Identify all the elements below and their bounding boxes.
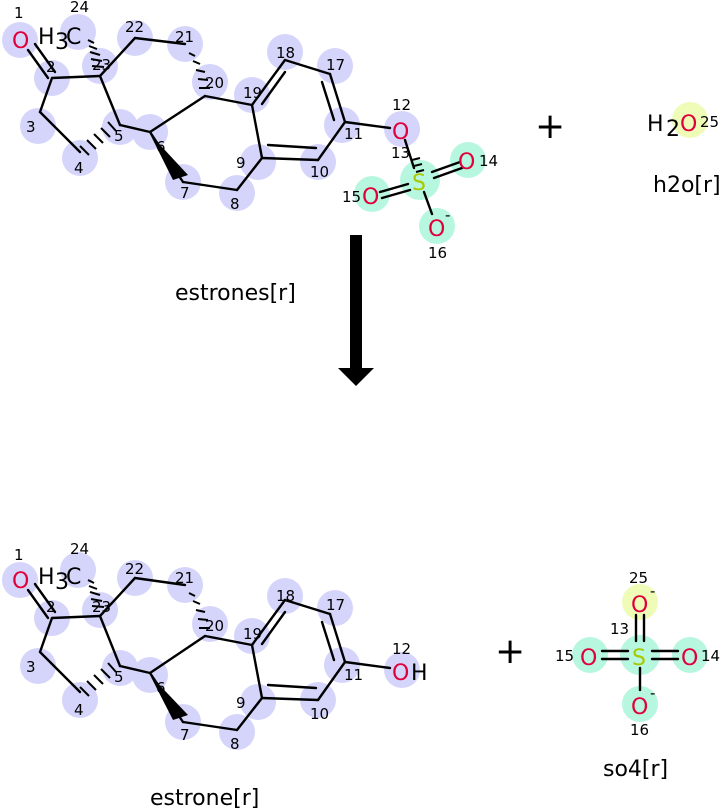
reaction-arrow	[338, 235, 374, 386]
top-s13-label: S	[412, 171, 426, 196]
idx-19: 19	[243, 84, 262, 102]
top-o14-label: O	[458, 150, 475, 175]
bottom-atom-indices: 1 2 3 4 5 6 7 8 9 10 11 12 17 18 19 20 2…	[14, 540, 411, 753]
estrones-molecule: O H 3 C O S O O O - 1 2 3 4 5 6 7 8 9 10…	[2, 0, 498, 306]
top-h3c-sub: 3	[55, 30, 69, 55]
idx-1: 1	[14, 4, 24, 22]
idx-22: 22	[125, 18, 144, 36]
idx-16: 16	[428, 244, 447, 262]
idx-18: 18	[276, 44, 295, 62]
bot-o12-h: H	[411, 661, 428, 686]
bidx-1: 1	[14, 546, 24, 564]
bidx-20: 20	[205, 617, 224, 635]
top-atom-indices: 1 2 3 4 5 6 7 8 9 10 11 12 13 14 15 16 1…	[14, 0, 498, 262]
idx-17: 17	[326, 56, 345, 74]
idx-21: 21	[175, 28, 194, 46]
bidx-10: 10	[310, 705, 329, 723]
estrone-molecule: O H 3 C O H 1 2 3 4 5 6 7 8 9 10 11 12 1…	[2, 540, 428, 809]
estrone-caption: estrone[r]	[150, 786, 259, 809]
so4-s13: S	[632, 646, 646, 671]
idx-15: 15	[342, 188, 361, 206]
idx-9: 9	[236, 154, 246, 172]
top-o12-label: O	[392, 120, 409, 145]
plus-sign-bottom: +	[495, 631, 525, 672]
idx-5: 5	[114, 127, 124, 145]
bidx-5: 5	[114, 668, 124, 686]
bidx-6: 6	[156, 679, 166, 697]
so4-o16-charge: -	[650, 684, 655, 702]
idx-14: 14	[479, 152, 498, 170]
h2o-caption: h2o[r]	[653, 173, 721, 198]
bidx-21: 21	[175, 569, 194, 587]
bot-h3c-sub: 3	[55, 570, 69, 595]
bidx-8: 8	[230, 735, 240, 753]
bidx-19: 19	[243, 625, 262, 643]
idx-24: 24	[70, 0, 89, 16]
h2o-o: O	[680, 112, 697, 137]
h2o-h: H	[647, 112, 664, 137]
so4-o15: O	[580, 646, 597, 671]
idx-23: 23	[92, 56, 111, 74]
bidx-4: 4	[74, 701, 84, 719]
so4-o16: O	[631, 695, 648, 720]
bidx-3: 3	[26, 658, 36, 676]
bidx-25: 25	[629, 569, 648, 587]
so4-o25: O	[631, 593, 648, 618]
idx-20: 20	[205, 74, 224, 92]
bidx-16: 16	[630, 721, 649, 739]
plus-sign-top: +	[535, 106, 565, 147]
top-h3c-c: C	[66, 25, 81, 50]
top-o16-charge: -	[445, 206, 450, 224]
so4-o14: O	[681, 646, 698, 671]
estrones-caption: estrones[r]	[175, 281, 296, 306]
bidx-22: 22	[125, 560, 144, 578]
bidx-17: 17	[326, 596, 345, 614]
bidx-23: 23	[92, 598, 111, 616]
bidx-13: 13	[610, 620, 629, 638]
h2o-molecule: H 2 O 25 h2o[r]	[647, 102, 721, 198]
top-o16-label: O	[428, 217, 445, 242]
h2o-sub: 2	[666, 117, 680, 142]
idx-8: 8	[230, 195, 240, 213]
idx-12: 12	[392, 96, 411, 114]
bidx-15: 15	[555, 647, 574, 665]
idx-7: 7	[180, 184, 190, 202]
bidx-12: 12	[392, 640, 411, 658]
bidx-18: 18	[276, 587, 295, 605]
bidx-2: 2	[46, 598, 56, 616]
bidx-9: 9	[236, 694, 246, 712]
bot-o12-label: O	[392, 661, 409, 686]
so4-caption: so4[r]	[603, 757, 668, 782]
bidx-11: 11	[344, 666, 363, 684]
top-o1-label: O	[12, 29, 29, 54]
bot-o1-label: O	[12, 569, 29, 594]
bidx-7: 7	[180, 726, 190, 744]
idx-4: 4	[74, 159, 84, 177]
idx-25-top: 25	[700, 113, 719, 131]
idx-13: 13	[391, 144, 410, 162]
so4-molecule: O - S O O O - 25 13 15 14 16 so4[r]	[555, 569, 720, 782]
so4-o25-charge: -	[650, 582, 655, 600]
bot-h3c-c: C	[66, 565, 81, 590]
idx-11: 11	[344, 125, 363, 143]
bidx-24: 24	[70, 540, 89, 558]
top-h3c-h: H	[38, 25, 55, 50]
bidx-14: 14	[701, 647, 720, 665]
idx-3: 3	[26, 118, 36, 136]
idx-6: 6	[156, 138, 166, 156]
idx-2: 2	[46, 58, 56, 76]
idx-10: 10	[310, 163, 329, 181]
bot-h3c-h: H	[38, 565, 55, 590]
top-o15-label: O	[362, 185, 379, 210]
